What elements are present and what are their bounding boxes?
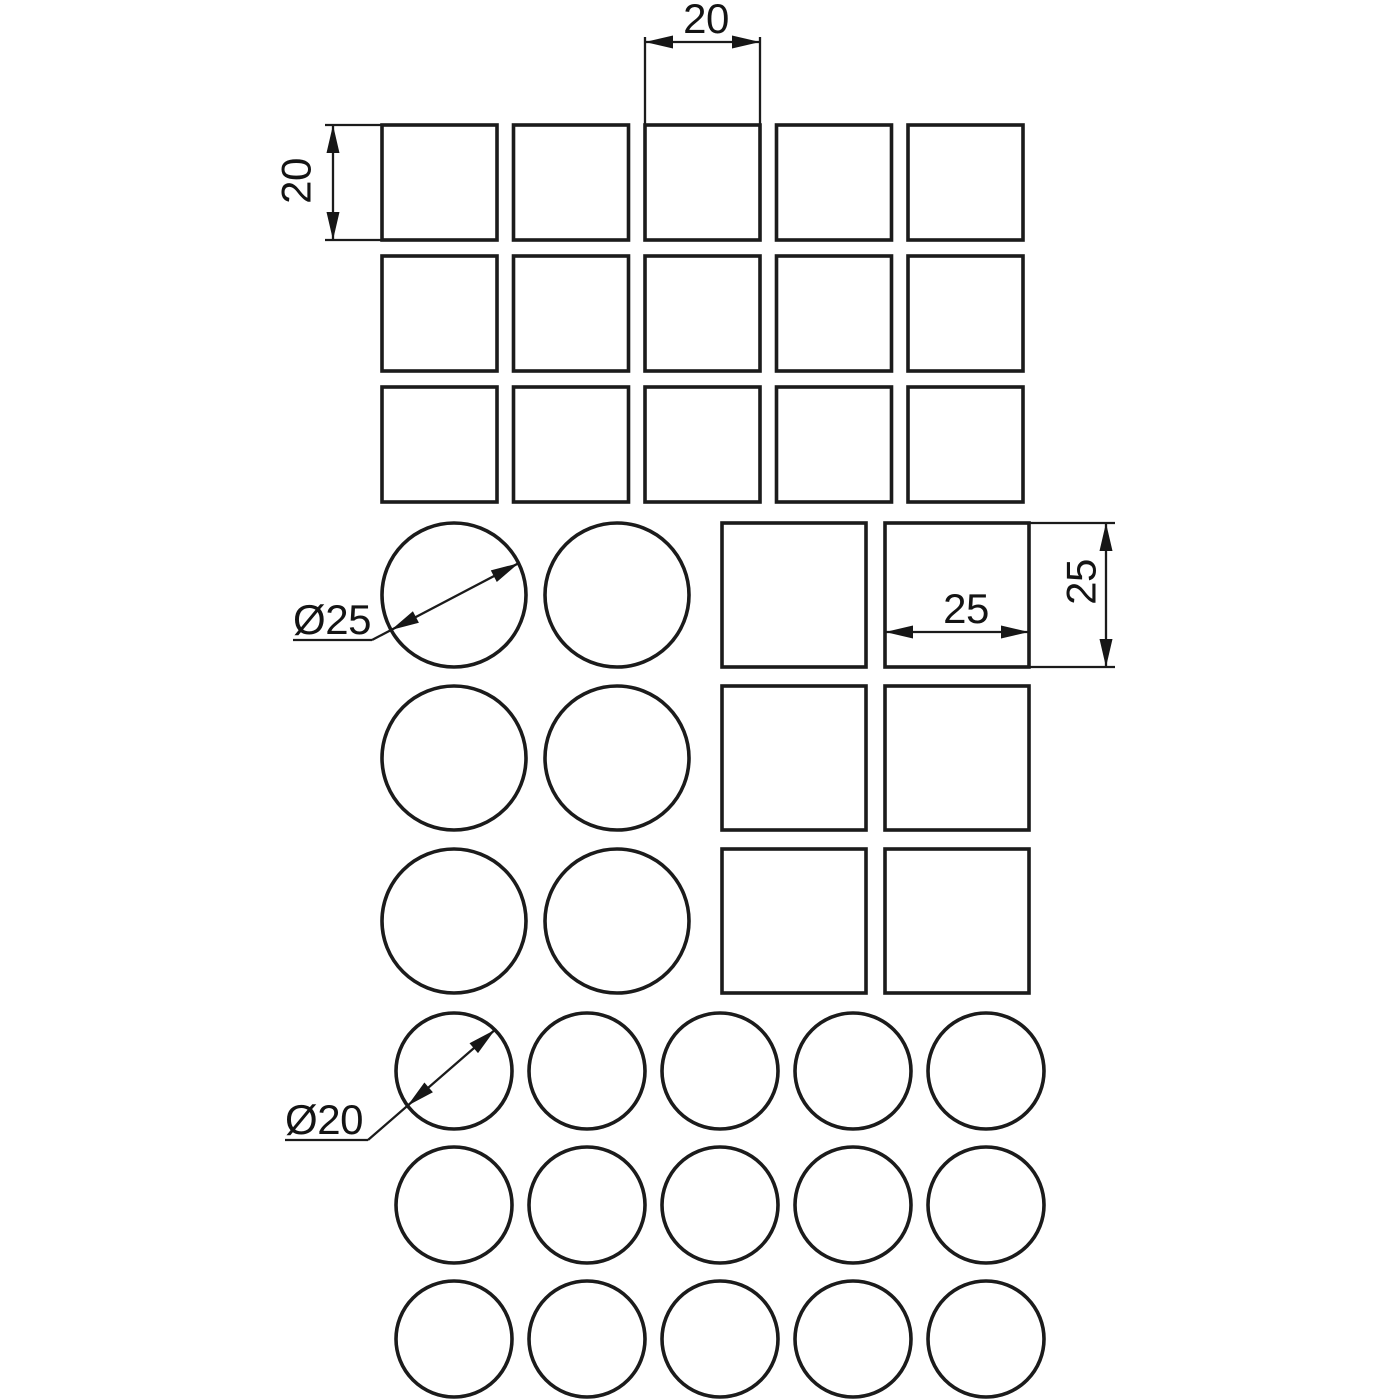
circle-20mm <box>926 1145 1046 1265</box>
dim-square20-width: 20 <box>643 0 762 125</box>
circle-20mm <box>660 1279 780 1399</box>
square-20mm <box>643 254 762 373</box>
dim-square25-height: 25 <box>1029 521 1115 669</box>
arrowhead-lowerleft-icon <box>407 1082 433 1106</box>
arrowhead-down-icon <box>1099 639 1113 667</box>
square-25mm <box>883 521 1031 669</box>
dim-square20-height: 20 <box>273 123 382 242</box>
arrowhead-upperright-icon <box>469 1029 495 1054</box>
circle-20mm <box>926 1011 1046 1131</box>
dia-circle20: Ø20 <box>285 1029 496 1143</box>
square-20mm <box>774 385 894 504</box>
circle-25mm <box>543 684 691 832</box>
dim-label-square20-height: 20 <box>273 158 320 204</box>
circle-20mm <box>793 1279 913 1399</box>
circle-25mm <box>380 847 528 995</box>
square-25mm <box>720 847 868 995</box>
circle-20mm <box>527 1145 647 1265</box>
square-20mm <box>380 123 499 242</box>
arrowhead-down-icon <box>326 212 340 240</box>
square-25mm <box>883 847 1031 995</box>
dim-label-square20-width: 20 <box>683 0 729 42</box>
circle-20mm <box>527 1011 647 1131</box>
circle-20mm <box>394 1145 514 1265</box>
square-20mm <box>511 385 631 504</box>
square-20mm <box>774 254 894 373</box>
arrowhead-up-icon <box>1099 523 1113 551</box>
arrowhead-lowerleft-icon <box>391 611 419 630</box>
square-20mm <box>774 123 894 242</box>
square-25mm <box>720 684 868 832</box>
arrowhead-left-icon <box>645 35 673 49</box>
arrowhead-up-icon <box>326 125 340 153</box>
circles-20mm-grid <box>394 1011 1046 1399</box>
circle-25mm <box>543 521 691 669</box>
dia-label-circle25: Ø25 <box>293 596 371 643</box>
arrowhead-left-icon <box>885 625 913 639</box>
square-20mm <box>643 123 762 242</box>
circle-20mm <box>793 1145 913 1265</box>
square-25mm <box>883 684 1031 832</box>
circles-25mm-grid <box>380 521 691 995</box>
circle-25mm <box>380 684 528 832</box>
square-20mm <box>906 385 1025 504</box>
circle-20mm <box>793 1011 913 1131</box>
dia-circle25: Ø25 <box>293 562 520 643</box>
circle-20mm <box>926 1279 1046 1399</box>
square-25mm <box>720 521 868 669</box>
circle-25mm <box>380 521 528 669</box>
circle-20mm <box>527 1279 647 1399</box>
arrowhead-right-icon <box>1001 625 1029 639</box>
arrowhead-upperright-icon <box>490 563 519 582</box>
squares-25mm-grid <box>720 521 1031 995</box>
dim-square25-width: 25 <box>885 585 1029 639</box>
circle-20mm <box>660 1145 780 1265</box>
square-20mm <box>906 123 1025 242</box>
squares-20mm-grid <box>380 123 1025 504</box>
square-20mm <box>643 385 762 504</box>
circle-20mm <box>394 1279 514 1399</box>
square-20mm <box>511 123 631 242</box>
circle-20mm <box>660 1011 780 1131</box>
circle-25mm <box>543 847 691 995</box>
dim-label-square25-height: 25 <box>1058 559 1105 605</box>
dia-label-circle20: Ø20 <box>285 1096 363 1143</box>
circle-20mm <box>394 1011 514 1131</box>
square-20mm <box>906 254 1025 373</box>
square-20mm <box>380 385 499 504</box>
arrowhead-right-icon <box>732 35 760 49</box>
square-20mm <box>380 254 499 373</box>
dim-label-square25-width: 25 <box>943 585 989 632</box>
square-20mm <box>511 254 631 373</box>
diameter-line <box>367 1029 496 1141</box>
